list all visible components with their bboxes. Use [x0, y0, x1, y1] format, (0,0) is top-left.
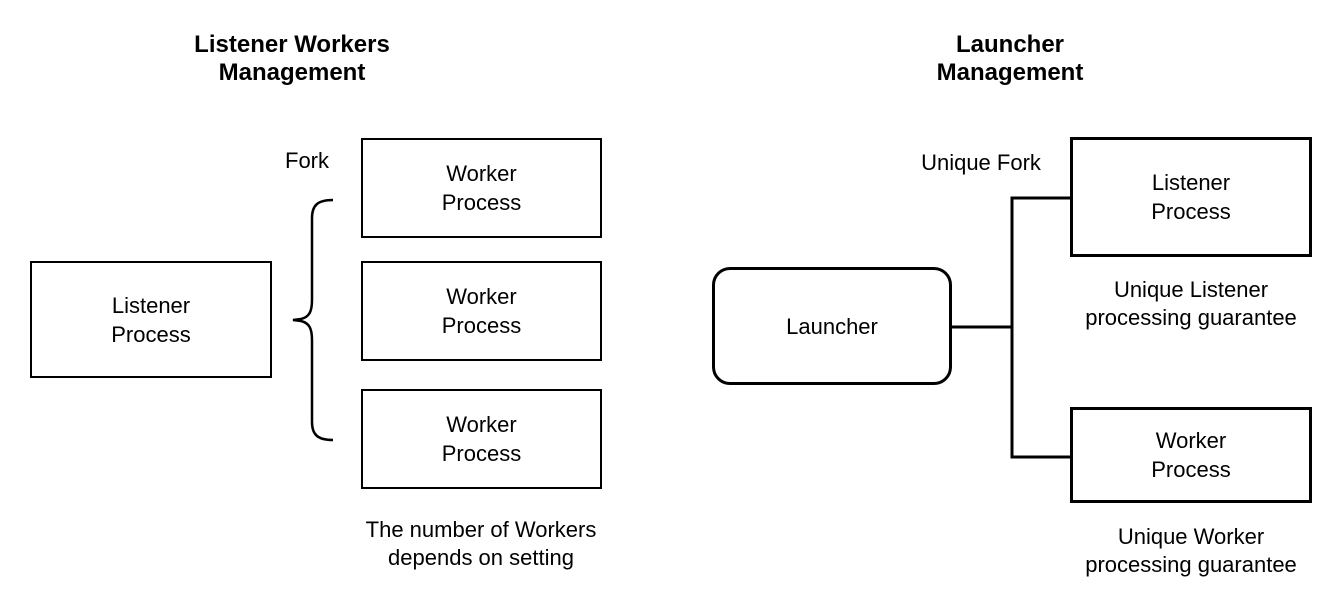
unique-listener-process-box-label: Listener Process	[1151, 170, 1231, 224]
unique-worker-process-box-label: Worker Process	[1151, 428, 1231, 482]
worker-process-box-1-label: Worker Process	[441, 161, 522, 215]
unique-listener-process-box: Listener Process	[1070, 137, 1312, 257]
listener-process-box: Listener Process	[30, 261, 272, 378]
worker-process-box-3: Worker Process	[361, 389, 602, 489]
unique-fork-label: Unique Fork	[921, 150, 1041, 175]
worker-process-box-2-label: Worker Process	[441, 284, 522, 338]
worker-process-box-2: Worker Process	[361, 261, 602, 361]
unique-worker-process-box: Worker Process	[1070, 407, 1312, 503]
unique-worker-caption: Unique Worker processing guarantee	[1085, 524, 1297, 577]
worker-process-box-3-label: Worker Process	[441, 412, 522, 466]
unique-listener-caption: Unique Listener processing guarantee	[1085, 277, 1297, 330]
workers-count-caption: The number of Workers depends on setting	[365, 517, 597, 570]
fork-label: Fork	[285, 148, 329, 173]
launcher-box-label: Launcher	[786, 313, 878, 339]
listener-process-box-label: Listener Process	[111, 292, 191, 347]
right-diagram-title: Launcher Management	[936, 31, 1084, 86]
worker-process-box-1: Worker Process	[361, 138, 602, 238]
left-diagram-title: Listener Workers Management	[194, 31, 390, 86]
launcher-box: Launcher	[712, 267, 952, 385]
